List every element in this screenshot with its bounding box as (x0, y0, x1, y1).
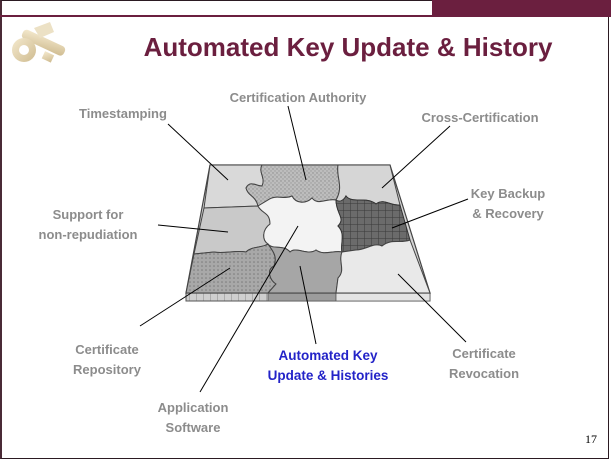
piece-center (257, 195, 343, 254)
label-support-line2: non-repudiation (38, 227, 138, 242)
title-rule (0, 15, 611, 17)
label-automated-line1: Automated Key (278, 348, 378, 363)
label-app-software-line1: Application (157, 400, 229, 415)
label-certificate-repository: Certificate Repository (52, 340, 162, 380)
label-cert-repo-line1: Certificate (75, 342, 139, 357)
label-certificate-revocation: Certificate Revocation (428, 344, 540, 384)
label-app-software-line2: Software (165, 420, 221, 435)
label-support-nonrepudiation: Support for non-repudiation (24, 205, 152, 245)
label-timestamping: Timestamping (62, 104, 184, 124)
label-application-software: Application Software (138, 398, 248, 438)
key-logo-icon (12, 22, 66, 63)
label-certification-authority-text: Certification Authority (229, 90, 367, 105)
page-number: 17 (585, 432, 597, 446)
slide-title: Automated Key Update & History (143, 32, 553, 62)
label-certification-authority: Certification Authority (198, 88, 398, 108)
label-key-backup: Key Backup & Recovery (452, 184, 564, 224)
label-cross-certification: Cross-Certification (400, 108, 560, 128)
label-key-backup-line2: & Recovery (472, 206, 544, 221)
label-cert-revocation-line1: Certificate (452, 346, 516, 361)
label-cert-revocation-line2: Revocation (448, 366, 520, 381)
label-cross-certification-text: Cross-Certification (421, 110, 539, 125)
label-support-line1: Support for (52, 207, 124, 222)
title-accent-bar (432, 0, 611, 16)
label-key-backup-line1: Key Backup (470, 186, 546, 201)
label-automated-line2: Update & Histories (267, 368, 389, 383)
label-timestamping-text: Timestamping (79, 106, 167, 121)
label-cert-repo-line2: Repository (73, 362, 141, 377)
piece-certificate-revocation (335, 239, 431, 294)
label-automated-key-update: Automated Key Update & Histories (250, 346, 406, 386)
